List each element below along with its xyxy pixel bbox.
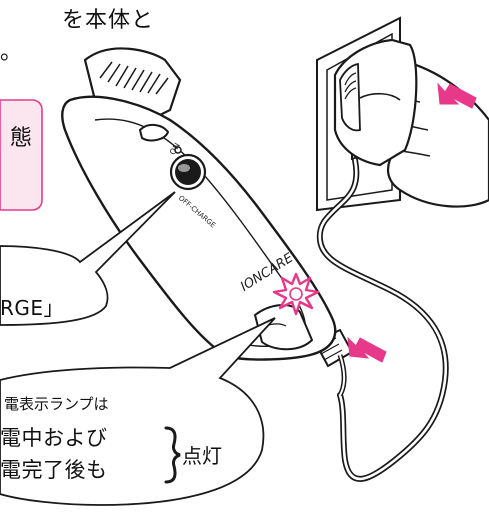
lamp-line-2: 電完了後も [0, 458, 108, 482]
status-box-label: 態 [10, 126, 33, 151]
hair-brush-icon [61, 47, 337, 361]
lamp-lit-label: 点灯 [182, 444, 222, 468]
callout-charge-text: RGE」 [0, 296, 65, 320]
push-arrow-icon [347, 82, 477, 363]
lamp-heading: 電表示ランプは [4, 395, 109, 413]
lamp-line-1: 電中および [0, 426, 108, 450]
power-plug-icon [333, 38, 418, 167]
power-cable-icon [313, 157, 449, 482]
lamp-glow-icon [272, 272, 320, 316]
brace-icon [164, 426, 181, 484]
callout-lamp-bubble [0, 317, 276, 506]
instruction-line-1: を本体と [62, 8, 155, 33]
callout-charge-bubble [0, 191, 176, 326]
status-box [0, 99, 43, 211]
instruction-line-2: 。 [0, 40, 24, 65]
